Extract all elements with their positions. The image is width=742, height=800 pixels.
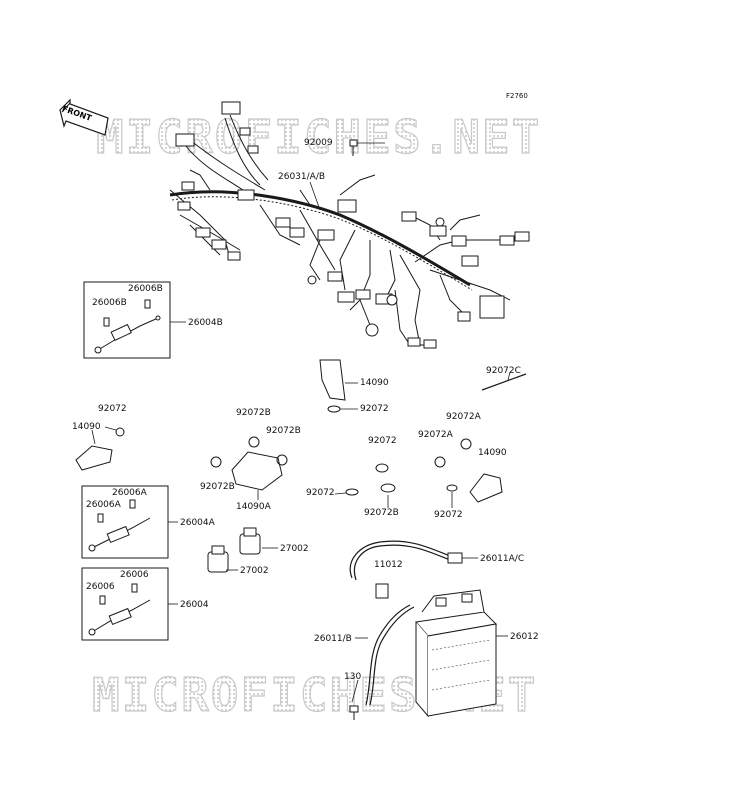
clamps-center <box>334 463 396 508</box>
figure-code: F2760 <box>506 92 528 100</box>
label-26006A-a: 26006A <box>112 488 147 498</box>
box-26004B <box>83 281 186 359</box>
battery-cable-26011AC <box>349 540 478 599</box>
label-92072A-b: 92072A <box>418 430 453 440</box>
label-26004B: 26004B <box>188 318 223 328</box>
label-26006-b: 26006 <box>86 582 115 592</box>
watermark-top: MICROFICHES.NET <box>95 109 542 164</box>
label-14090-left: 14090 <box>72 422 101 432</box>
label-26006B-b: 26006B <box>92 298 127 308</box>
label-92072-c2: 92072 <box>306 488 335 498</box>
box-26004A <box>81 485 178 559</box>
label-92072-mid: 92072 <box>360 404 389 414</box>
label-26006A-b: 26006A <box>86 500 121 510</box>
label-26011AC: 26011A/C <box>480 554 525 564</box>
label-26006-a: 26006 <box>120 570 149 580</box>
label-26011B: 26011/B <box>314 634 352 644</box>
cable-tie-92072C <box>481 371 527 391</box>
label-92072B-c: 92072B <box>200 482 235 492</box>
label-26004A: 26004A <box>180 518 215 528</box>
front-arrow-icon <box>59 98 109 136</box>
label-92072B-c3: 92072B <box>364 508 399 518</box>
bolt-130-icon <box>349 679 359 720</box>
cover-14090-top <box>319 359 358 413</box>
label-26012: 26012 <box>510 632 539 642</box>
cover-14090-right <box>434 438 503 508</box>
label-14090A: 14090A <box>236 502 271 512</box>
label-26031: 26031/A/B <box>278 172 326 182</box>
battery-cable-26011B <box>355 604 415 706</box>
label-11012: 11012 <box>374 560 403 570</box>
label-92072B-a: 92072B <box>236 408 271 418</box>
cover-14090A <box>210 436 288 500</box>
label-92072-c1: 92072 <box>368 436 397 446</box>
label-14090-right: 14090 <box>478 448 507 458</box>
harness-connectors <box>175 101 530 349</box>
label-26006B-a: 26006B <box>128 284 163 294</box>
label-92072-right: 92072 <box>434 510 463 520</box>
label-92072C: 92072C <box>486 366 521 376</box>
box-26004 <box>81 567 178 641</box>
main-wiring-harness <box>169 114 520 346</box>
label-27002-b: 27002 <box>240 566 269 576</box>
cover-14090-left <box>75 426 125 471</box>
label-26004: 26004 <box>180 600 209 610</box>
caps-27002 <box>207 527 278 573</box>
label-14090-top: 14090 <box>360 378 389 388</box>
label-92009: 92009 <box>304 138 333 148</box>
label-130: 130 <box>344 672 362 682</box>
battery-26012 <box>415 589 508 718</box>
label-92072-left: 92072 <box>98 404 127 414</box>
label-92072B-b: 92072B <box>266 426 301 436</box>
label-27002-a: 27002 <box>280 544 309 554</box>
bolt-92009-icon <box>349 139 385 156</box>
label-92072A-a: 92072A <box>446 412 481 422</box>
